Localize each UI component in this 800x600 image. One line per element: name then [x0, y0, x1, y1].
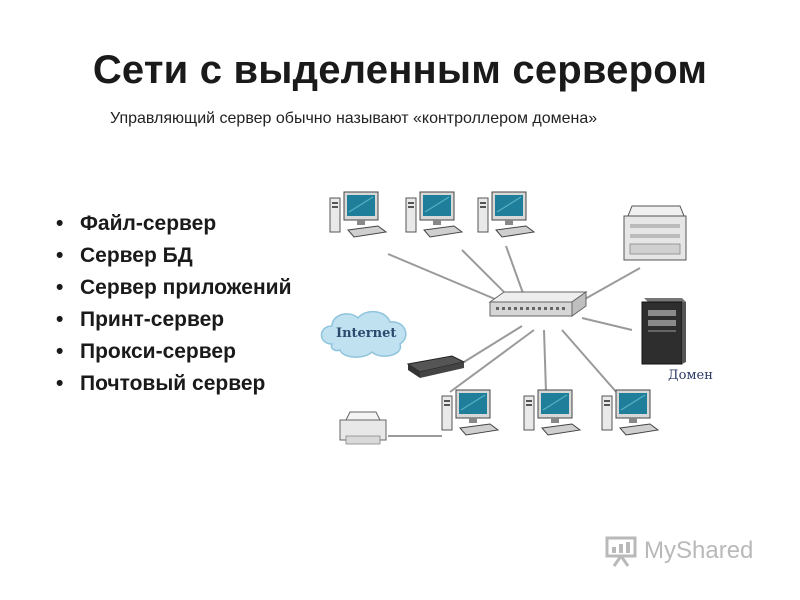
domain-label: Домен [668, 368, 713, 383]
list-item: Прокси-сервер [54, 336, 320, 368]
switch-icon [488, 291, 588, 317]
internet-label: Internet [336, 326, 396, 341]
workstation-icon [405, 191, 463, 238]
slide-title: Сети с выделенным сервером [92, 48, 708, 92]
watermark-logo: MyShared [604, 534, 753, 568]
server-types-list: Файл-сервер Сервер БД Сервер приложений … [54, 208, 320, 400]
cloud-icon [320, 310, 407, 358]
workstation-icon [329, 191, 387, 238]
list-item: Принт-сервер [54, 304, 320, 336]
presentation-board-icon [605, 536, 637, 567]
list-item: Почтовый сервер [54, 368, 320, 400]
slide-subtitle: Управляющий сервер обычно называют «конт… [110, 110, 598, 127]
network-diagram: Internet Домен [320, 191, 713, 445]
workstation-icon [477, 191, 535, 238]
workstation-icon [601, 389, 659, 436]
list-item: Сервер БД [54, 240, 320, 272]
workstation-icon [523, 389, 581, 436]
list-item: Сервер приложений [54, 272, 320, 304]
laser-printer-icon [623, 205, 687, 261]
small-printer-icon [339, 411, 387, 445]
list-item: Файл-сервер [54, 208, 320, 240]
network-cables [387, 245, 641, 437]
router-icon [406, 355, 466, 378]
server-tower-icon [641, 298, 686, 365]
watermark-text: MyShared [644, 537, 754, 564]
workstation-icon [441, 389, 499, 436]
